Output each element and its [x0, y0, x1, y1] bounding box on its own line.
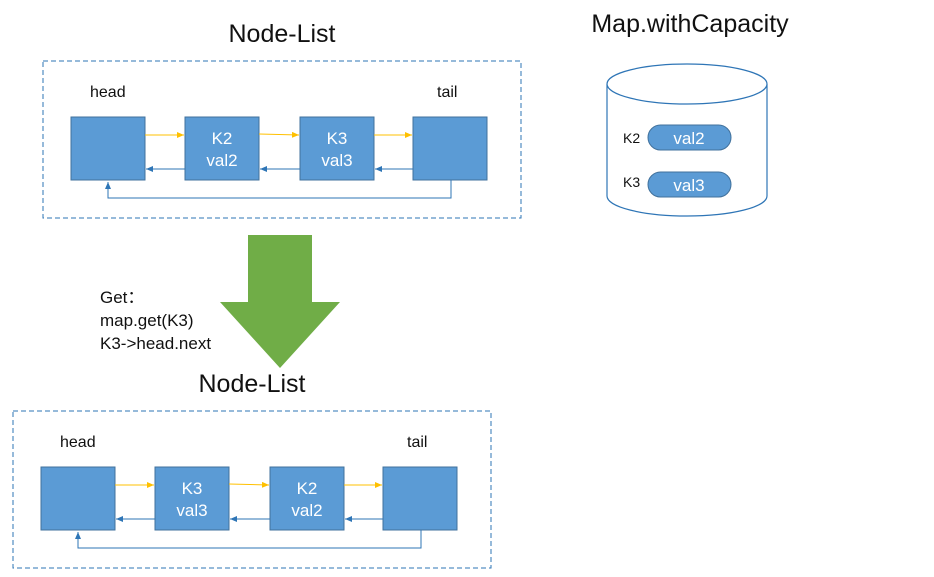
top-node-1-key: K2	[212, 129, 233, 148]
transition-arrow	[220, 235, 340, 368]
bottom-node-1-key: K3	[182, 479, 203, 498]
bottom-node-1-val: val3	[176, 501, 207, 520]
top-node-2-val: val3	[321, 151, 352, 170]
bottom-node-head	[40, 466, 116, 531]
bottom-node-2: K2 val2	[269, 466, 345, 531]
bottom-next-arrow-2	[228, 481, 270, 488]
map-title: Map.withCapacity	[591, 10, 789, 38]
bottom-node-2-val: val2	[291, 501, 322, 520]
bottom-list-frame	[12, 410, 492, 569]
top-list-title: Node-List	[229, 20, 336, 48]
bottom-list-title: Node-List	[199, 370, 306, 398]
bottom-node-1: K3 val3	[154, 466, 230, 531]
top-node-tail	[412, 116, 488, 181]
map-entry-2: val3	[647, 171, 732, 198]
top-node-2-key: K3	[327, 129, 348, 148]
bottom-node-tail	[382, 466, 458, 531]
bottom-node-2-key: K2	[297, 479, 318, 498]
top-list-frame	[42, 60, 522, 219]
map-entry-2-val: val3	[673, 176, 704, 195]
top-node-1: K2 val2	[184, 116, 260, 181]
top-next-arrow-2	[258, 131, 300, 138]
map-entry-1-val: val2	[673, 129, 704, 148]
top-node-head	[70, 116, 146, 181]
map-entry-1-key: K2	[623, 130, 640, 146]
operation-line-2: map.get(K3)	[100, 311, 194, 330]
map-entry-2-key: K3	[623, 174, 640, 190]
top-node-2: K3 val3	[299, 116, 375, 181]
operation-line-3: K3->head.next	[100, 334, 211, 353]
bottom-tail-label: tail	[407, 434, 427, 451]
map-entry-1: val2	[647, 124, 732, 151]
top-node-1-val: val2	[206, 151, 237, 170]
top-head-label: head	[90, 84, 126, 101]
bottom-tail-to-head-arrow	[75, 530, 422, 549]
operation-line-1: Get：	[100, 288, 144, 307]
bottom-head-label: head	[60, 434, 96, 451]
top-tail-label: tail	[437, 84, 457, 101]
top-tail-to-head-arrow	[105, 180, 452, 199]
